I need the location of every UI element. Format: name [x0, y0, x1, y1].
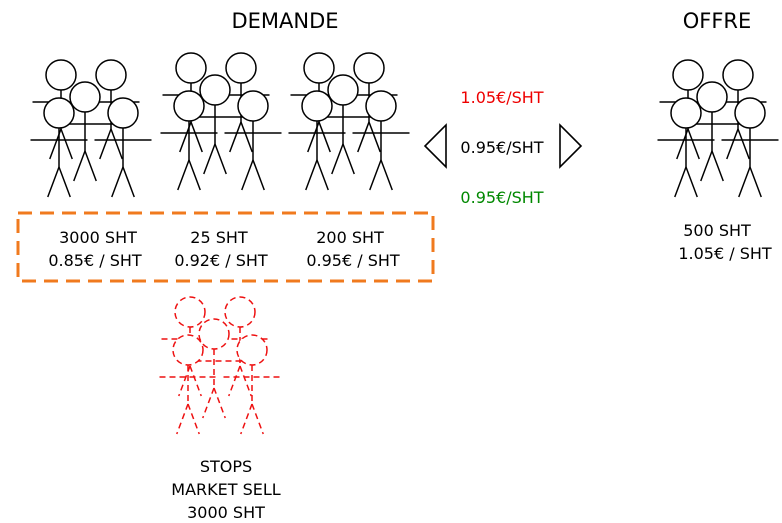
- demand-header: DEMANDE: [231, 9, 338, 33]
- order-3-quantity: 200 SHT: [316, 228, 384, 247]
- current-price-label: 0.95€/SHT: [460, 138, 543, 157]
- stick-figure: [657, 97, 715, 198]
- stops-line-3: 3000 SHT: [187, 503, 265, 522]
- left-arrow-icon: [423, 123, 447, 169]
- stick-figure: [160, 90, 218, 191]
- offer-header: OFFRE: [683, 9, 752, 33]
- order-3-price: 0.95€ / SHT: [306, 251, 400, 270]
- demand-orders-box: [16, 211, 435, 283]
- buyer-group-3: [288, 52, 410, 191]
- stick-figure: [211, 296, 269, 397]
- stick-figure: [159, 334, 217, 435]
- right-arrow-icon: [559, 123, 583, 169]
- order-2-price: 0.92€ / SHT: [174, 251, 268, 270]
- stick-figure: [56, 81, 114, 182]
- bid-price-label: 0.95€/SHT: [460, 188, 543, 207]
- stick-figure: [224, 90, 282, 191]
- stick-figure: [314, 74, 372, 175]
- stick-figure: [185, 318, 243, 419]
- stick-figure: [352, 90, 410, 191]
- stops-line-2: MARKET SELL: [171, 480, 281, 499]
- stops-line-1: STOPS: [200, 457, 252, 476]
- order-1-price: 0.85€ / SHT: [48, 251, 142, 270]
- seller-group: [657, 59, 779, 198]
- ask-price-label: 1.05€/SHT: [460, 88, 543, 107]
- offer-price: 1.05€ / SHT: [678, 244, 772, 263]
- stop-sellers-group: [159, 296, 281, 435]
- stick-figure: [288, 90, 346, 191]
- stick-figure: [223, 334, 281, 435]
- stick-figure: [683, 81, 741, 182]
- order-1-quantity: 3000 SHT: [59, 228, 137, 247]
- buyer-group-1: [30, 59, 152, 198]
- offer-quantity: 500 SHT: [683, 221, 751, 240]
- stick-figure: [721, 97, 779, 198]
- buyer-group-2: [160, 52, 282, 191]
- stick-figure: [94, 97, 152, 198]
- order-2-quantity: 25 SHT: [190, 228, 248, 247]
- stick-figure: [186, 74, 244, 175]
- stick-figure: [30, 97, 88, 198]
